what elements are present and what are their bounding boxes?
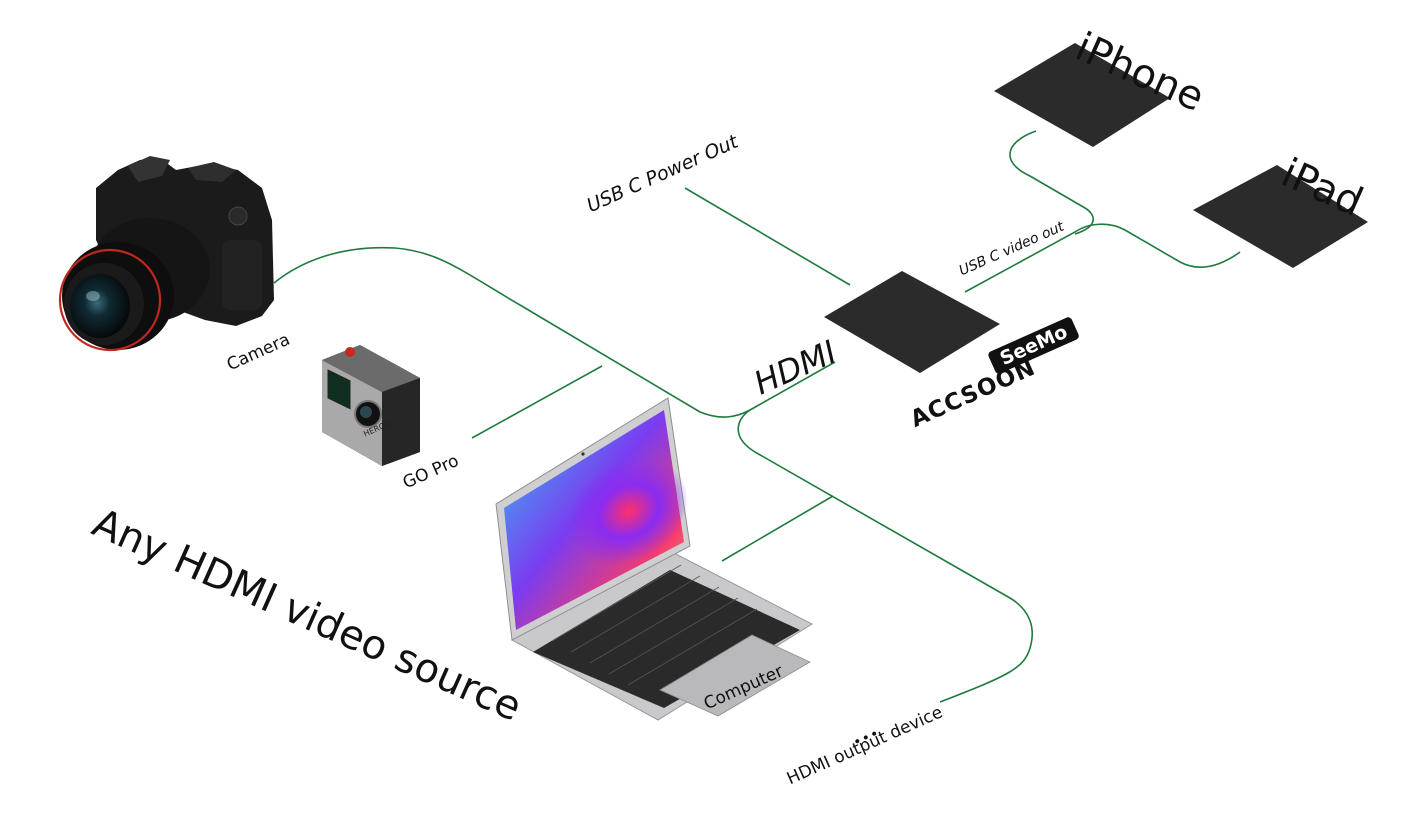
- camera-line: [273, 246, 836, 418]
- other-device-line: [737, 409, 1034, 703]
- laptop-icon: [495, 397, 814, 721]
- computer-line: [721, 495, 834, 562]
- gopro-line: [471, 365, 603, 439]
- camera-icon: [58, 156, 274, 352]
- video-out-line: [964, 223, 1241, 293]
- power-line: [684, 187, 851, 286]
- iphone-icon: [994, 43, 1170, 147]
- gopro-icon: [322, 345, 420, 466]
- iphone-line: [1009, 130, 1094, 235]
- seemo-device-icon: [824, 271, 1000, 373]
- connection-lines: [273, 130, 1241, 703]
- ipad-icon: [1193, 165, 1368, 268]
